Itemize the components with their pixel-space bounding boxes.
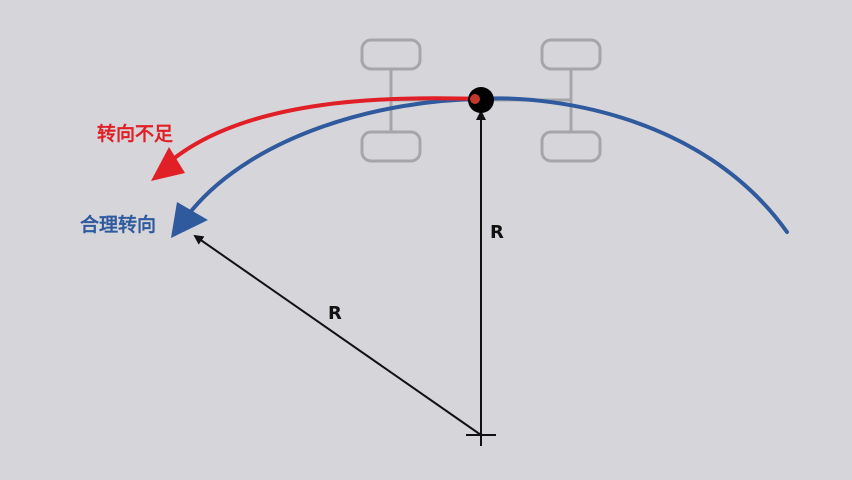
neutral-steer-path [190, 96, 789, 234]
radius-diagonal-label: R [328, 303, 342, 324]
rear-left-wheel [360, 38, 422, 71]
rear-right-wheel [360, 130, 422, 163]
front-right-wheel [540, 130, 602, 163]
vehicle-position-dot-highlight [470, 94, 480, 104]
understeer-path [170, 96, 483, 162]
radius-diagonal-line [193, 234, 482, 436]
radius-vertical-label: R [490, 222, 504, 243]
vehicle-position-dot [468, 87, 494, 113]
neutral-steer-label: 合理转向 [80, 213, 156, 236]
front-left-wheel [540, 38, 602, 71]
turn-center-mark [466, 424, 496, 446]
neutral-steer-arrowhead [171, 202, 208, 238]
understeer-arrowhead [151, 147, 185, 181]
understeer-label: 转向不足 [97, 122, 174, 145]
